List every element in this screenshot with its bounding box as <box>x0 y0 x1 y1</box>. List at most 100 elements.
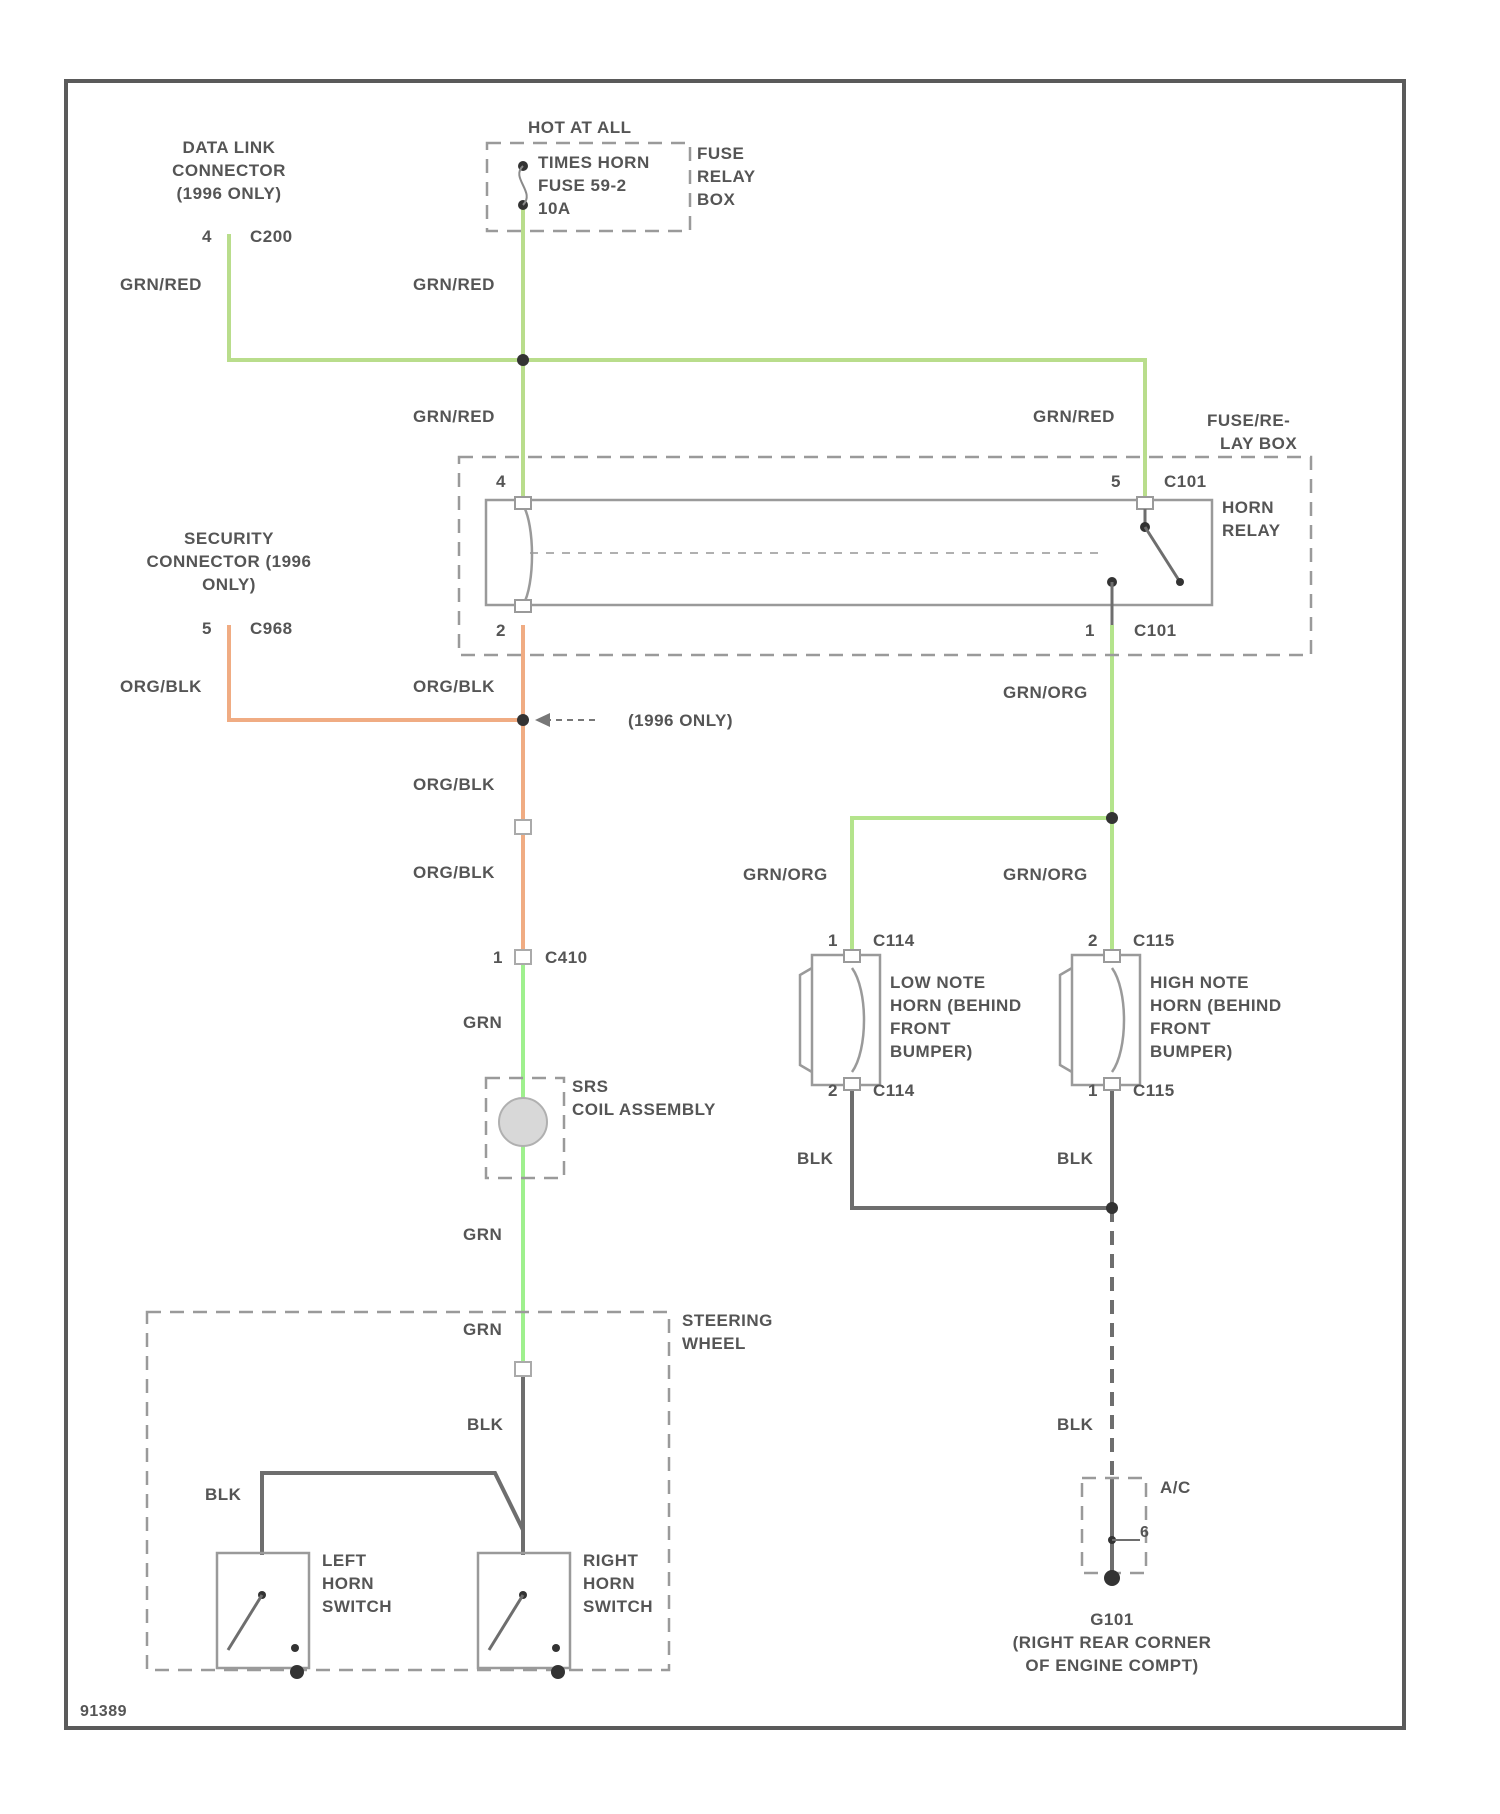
security-label-1: SECURITY <box>184 529 274 548</box>
relay-contact-arm <box>1145 527 1180 582</box>
wire-security-org-blk <box>229 625 523 720</box>
right-switch-label-2: HORN <box>583 1574 635 1593</box>
wire-label-dlc-grn-red: GRN/RED <box>120 275 202 294</box>
only-1996-arrowhead <box>535 713 550 727</box>
wire-label-blk-low: BLK <box>797 1149 834 1168</box>
wire-label-fuse-grn-red: GRN/RED <box>413 275 495 294</box>
inline-connector-org-blk <box>515 820 531 834</box>
high-note-horn-bell <box>1060 968 1072 1072</box>
right-switch-ground <box>551 1665 565 1679</box>
steering-label-2: WHEEL <box>682 1334 746 1353</box>
low-note-horn-coil <box>852 968 864 1072</box>
wire-label-relay-left-grn-red: GRN/RED <box>413 407 495 426</box>
low-pin-top-label: 1 <box>828 931 838 950</box>
relay-contact-end <box>1176 578 1184 586</box>
horn-relay-label-1: HORN <box>1222 498 1274 517</box>
high-pin-bottom-label: 1 <box>1088 1081 1098 1100</box>
dlc-pin: 4 <box>202 227 212 246</box>
fuse-relay-box-label-2: RELAY <box>697 167 756 186</box>
relay-conn-top-label: C101 <box>1164 472 1207 491</box>
ground-conn-label: A/C <box>1160 1478 1191 1497</box>
wire-label-grn-org-relay: GRN/ORG <box>1003 683 1088 702</box>
steering-inline-connector <box>515 1362 531 1376</box>
srs-label-1: SRS <box>572 1077 608 1096</box>
wire-label-org-blk-1: ORG/BLK <box>413 775 495 794</box>
security-conn: C968 <box>250 619 293 638</box>
relay-pin5-terminal <box>1137 497 1153 509</box>
high-horn-label-4: BUMPER) <box>1150 1042 1233 1061</box>
c410-pin-label: 1 <box>493 948 503 967</box>
wire-label-blk-steering: BLK <box>467 1415 504 1434</box>
fuse-relay-box2-label-2: LAY BOX <box>1220 434 1297 453</box>
dlc-conn: C200 <box>250 227 293 246</box>
splice-org-blk <box>517 714 529 726</box>
wire-label-grn-org-low: GRN/ORG <box>743 865 828 884</box>
high-horn-top-terminal <box>1104 950 1120 962</box>
high-pin-top-label: 2 <box>1088 931 1098 950</box>
wire-dlc-grn-red <box>229 234 523 360</box>
left-switch-label-3: SWITCH <box>322 1597 392 1616</box>
wire-blk-left-switch <box>262 1473 523 1555</box>
diagram-frame <box>66 81 1404 1728</box>
low-horn-label-1: LOW NOTE <box>890 973 986 992</box>
wire-label-grn-3: GRN <box>463 1320 502 1339</box>
low-note-horn-body <box>812 955 880 1085</box>
figure-id: 91389 <box>80 1703 127 1720</box>
relay-pin4-label: 4 <box>496 472 506 491</box>
low-horn-top-terminal <box>844 950 860 962</box>
fuse-relay-box2-label-1: FUSE/RE- <box>1207 411 1290 430</box>
horn-relay-label-2: RELAY <box>1222 521 1281 540</box>
left-switch-arm <box>228 1595 262 1650</box>
high-conn-top-label: C115 <box>1133 931 1175 950</box>
relay-pin2-terminal <box>515 600 531 612</box>
left-switch-ground <box>290 1665 304 1679</box>
security-label-2: CONNECTOR (1996 <box>147 552 312 571</box>
wire-label-grn-org-high: GRN/ORG <box>1003 865 1088 884</box>
high-note-horn-coil <box>1112 968 1124 1072</box>
high-conn-bottom-label: C115 <box>1133 1081 1175 1100</box>
high-note-horn-body <box>1072 955 1140 1085</box>
fuse-label-3: 10A <box>538 199 571 218</box>
splice-blk <box>1106 1202 1118 1214</box>
fuse-element <box>519 166 527 205</box>
ground-label-1: G101 <box>1090 1610 1134 1629</box>
srs-coil-symbol <box>499 1098 547 1146</box>
relay-conn-bottom-label: C101 <box>1134 621 1177 640</box>
high-horn-label-1: HIGH NOTE <box>1150 973 1249 992</box>
high-horn-label-3: FRONT <box>1150 1019 1211 1038</box>
only-1996-label: (1996 ONLY) <box>628 711 733 730</box>
low-conn-top-label: C114 <box>873 931 915 950</box>
fuse-relay-box-label-3: BOX <box>697 190 736 209</box>
srs-label-2: COIL ASSEMBLY <box>572 1100 716 1119</box>
dlc-label-3: (1996 ONLY) <box>176 184 281 203</box>
splice-grn-org <box>1106 812 1118 824</box>
wire-label-security-org-blk: ORG/BLK <box>120 677 202 696</box>
wire-label-relay-org-blk: ORG/BLK <box>413 677 495 696</box>
wire-label-blk-left: BLK <box>205 1485 242 1504</box>
low-conn-bottom-label: C114 <box>873 1081 915 1100</box>
wire-blk-low <box>852 1085 1112 1208</box>
left-switch-label-1: LEFT <box>322 1551 367 1570</box>
right-switch-contact <box>552 1644 560 1652</box>
dlc-label-2: CONNECTOR <box>172 161 286 180</box>
wire-label-blk-high: BLK <box>1057 1149 1094 1168</box>
relay-pin4-terminal <box>515 497 531 509</box>
low-horn-label-3: FRONT <box>890 1019 951 1038</box>
ground-point <box>1104 1570 1120 1586</box>
right-switch-label-3: SWITCH <box>583 1597 653 1616</box>
low-note-horn-bell <box>800 968 812 1072</box>
wire-label-relay-right-grn-red: GRN/RED <box>1033 407 1115 426</box>
hot-at-all-label: HOT AT ALL <box>528 118 632 137</box>
relay-pin2-label: 2 <box>496 621 506 640</box>
right-switch-arm <box>489 1595 523 1650</box>
ground-label-3: OF ENGINE COMPT) <box>1025 1656 1198 1675</box>
splice-grn-red <box>517 354 529 366</box>
wire-label-org-blk-2: ORG/BLK <box>413 863 495 882</box>
low-pin-bottom-label: 2 <box>828 1081 838 1100</box>
fuse-label-1: TIMES HORN <box>538 153 650 172</box>
fuse-label-2: FUSE 59-2 <box>538 176 627 195</box>
high-horn-bottom-terminal <box>1104 1078 1120 1090</box>
relay-pin5-label: 5 <box>1111 472 1121 491</box>
security-label-3: ONLY) <box>202 575 256 594</box>
